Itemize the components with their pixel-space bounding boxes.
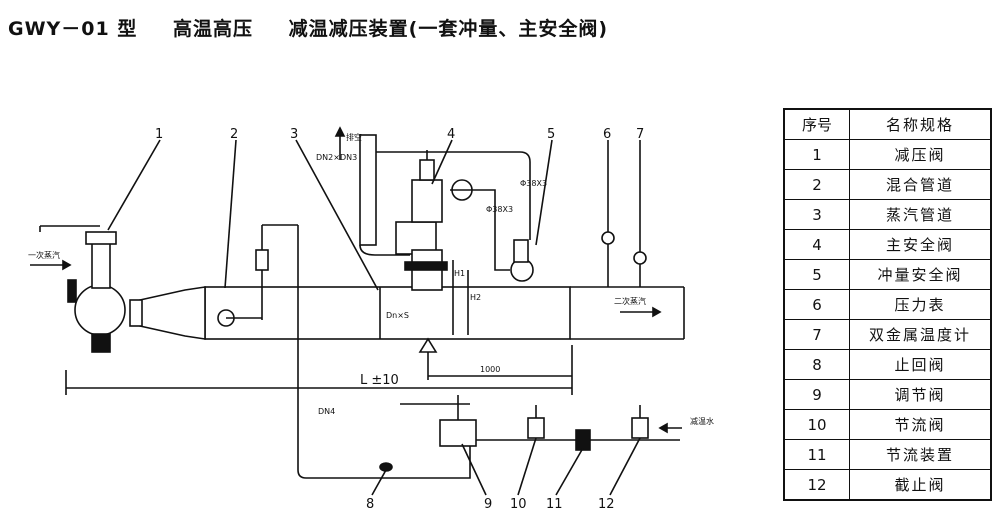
label-inlet-steam: 一次蒸汽 — [28, 250, 60, 260]
header-no: 序号 — [783, 108, 850, 140]
mixing-pipe — [204, 286, 571, 340]
title-name: 减温减压装置(一套冲量、主安全阀) — [288, 18, 609, 40]
row-name: 节流装置 — [849, 439, 992, 470]
row-no: 7 — [783, 319, 850, 350]
leader-5 — [535, 139, 553, 246]
water-line-dn4 — [297, 225, 680, 479]
callout-12: 12 — [598, 497, 615, 512]
label-cooling-water: 减温水 — [690, 416, 714, 426]
label-dn2-dn3: DN2×DN3 — [316, 153, 357, 162]
row-name: 截止阀 — [849, 469, 992, 501]
row-name: 双金属温度计 — [849, 319, 992, 350]
row-no: 8 — [783, 349, 850, 380]
leader-9 — [461, 443, 487, 496]
row-no: 12 — [783, 469, 850, 501]
callout-6: 6 — [603, 127, 611, 142]
label-h1: H1 — [454, 269, 465, 278]
row-no: 1 — [783, 139, 850, 170]
main-safety-valve — [411, 179, 443, 223]
reducer-cone — [139, 286, 206, 340]
row-no: 6 — [783, 289, 850, 320]
row-no: 9 — [783, 379, 850, 410]
row-no: 11 — [783, 439, 850, 470]
label-dim-1000: 1000 — [480, 365, 500, 374]
callout-8: 8 — [366, 497, 374, 512]
leader-11 — [555, 447, 584, 496]
row-name: 减压阀 — [849, 139, 992, 170]
leader-4 — [431, 139, 453, 185]
steam-pipe — [359, 134, 377, 246]
callout-9: 9 — [484, 497, 492, 512]
bimetal-thermometer — [633, 251, 647, 265]
row-name: 节流阀 — [849, 409, 992, 440]
parts-table-header: 序号 名称规格 — [783, 108, 992, 140]
callout-5: 5 — [547, 127, 555, 142]
callout-11: 11 — [546, 497, 563, 512]
label-outlet-steam: 二次蒸汽 — [614, 296, 646, 306]
row-no: 10 — [783, 409, 850, 440]
title-subtitle: 高温高压 — [173, 18, 254, 40]
label-tag-b: Φ38X3 — [486, 205, 513, 214]
callout-1: 1 — [155, 127, 163, 142]
leader-1 — [107, 139, 161, 231]
stop-valve — [631, 417, 649, 439]
label-dn4: DN4 — [318, 407, 335, 416]
desuperheater-diagram: 一次蒸汽 二次蒸汽 减温水 L ±10 1000 DN4 排空 DN2×DN3 … — [28, 126, 714, 512]
label-length: L ±10 — [360, 373, 399, 388]
header-name: 名称规格 — [849, 108, 992, 140]
row-no: 5 — [783, 259, 850, 290]
label-tag-a: Φ38X3 — [520, 179, 547, 188]
leader-8 — [371, 469, 387, 496]
row-name: 主安全阀 — [849, 229, 992, 260]
row-name: 混合管道 — [849, 169, 992, 200]
check-valve — [379, 462, 393, 472]
page-title: GWY－01 型 高温高压 减温减压装置(一套冲量、主安全阀) — [8, 14, 636, 41]
leader-2 — [224, 139, 237, 289]
support — [418, 337, 438, 353]
pressure-gauge — [601, 231, 615, 245]
row-no: 2 — [783, 169, 850, 200]
callout-3: 3 — [290, 127, 298, 142]
label-vent: 排空 — [346, 132, 362, 142]
label-h2: H2 — [470, 293, 481, 302]
title-model: GWY－01 型 — [8, 18, 138, 40]
leader-10 — [517, 437, 537, 496]
throttle-device — [575, 429, 591, 451]
row-name: 压力表 — [849, 289, 992, 320]
callout-10: 10 — [510, 497, 527, 512]
label-dn1: Dn×S — [386, 311, 409, 320]
row-name: 止回阀 — [849, 349, 992, 380]
row-no: 4 — [783, 229, 850, 260]
throttle-valve — [527, 417, 545, 439]
callout-4: 4 — [447, 127, 455, 142]
row-name: 调节阀 — [849, 379, 992, 410]
callout-2: 2 — [230, 127, 238, 142]
row-no: 3 — [783, 199, 850, 230]
row-name: 蒸汽管道 — [849, 199, 992, 230]
callout-7: 7 — [636, 127, 644, 142]
leader-3 — [295, 139, 379, 291]
row-name: 冲量安全阀 — [849, 259, 992, 290]
pressure-reducing-valve — [74, 284, 126, 336]
leader-12 — [609, 437, 641, 496]
regulating-valve — [439, 419, 477, 447]
